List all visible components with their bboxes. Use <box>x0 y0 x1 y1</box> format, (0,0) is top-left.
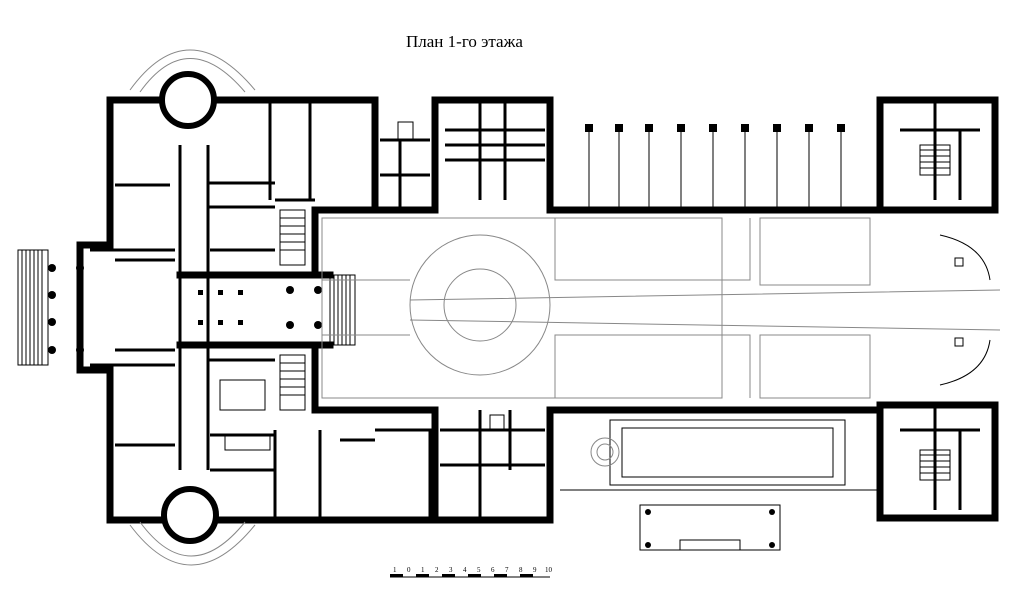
south-middle-block <box>431 406 554 524</box>
vestibule-columns <box>198 286 322 329</box>
scale-label: 7 <box>505 566 509 574</box>
left-staircases <box>219 209 356 451</box>
west-portico <box>17 249 84 366</box>
scale-label: 1 <box>421 566 425 574</box>
north-colonnade <box>585 124 845 210</box>
east-north-wing <box>876 96 999 214</box>
scale-bar: 1 0 1 2 3 4 5 6 7 8 9 10 <box>390 566 553 578</box>
scale-label: 1 <box>393 566 397 574</box>
scale-label: 2 <box>435 566 439 574</box>
scale-label: 3 <box>449 566 453 574</box>
north-rotunda <box>129 49 256 129</box>
north-middle-block <box>380 96 554 214</box>
south-rotunda <box>129 486 256 566</box>
south-terrace <box>560 419 880 551</box>
scale-label: 0 <box>407 566 411 574</box>
scale-label: 10 <box>545 566 553 574</box>
scale-label: 6 <box>491 566 495 574</box>
plan-title: План 1-го этажа <box>406 32 523 51</box>
east-south-wing <box>876 401 999 522</box>
scale-label: 9 <box>533 566 537 574</box>
scale-label: 8 <box>519 566 523 574</box>
left-wing <box>76 96 434 524</box>
courtyard <box>311 206 1001 414</box>
scale-label: 4 <box>463 566 467 574</box>
scale-label: 5 <box>477 566 481 574</box>
east-gate <box>939 234 991 386</box>
